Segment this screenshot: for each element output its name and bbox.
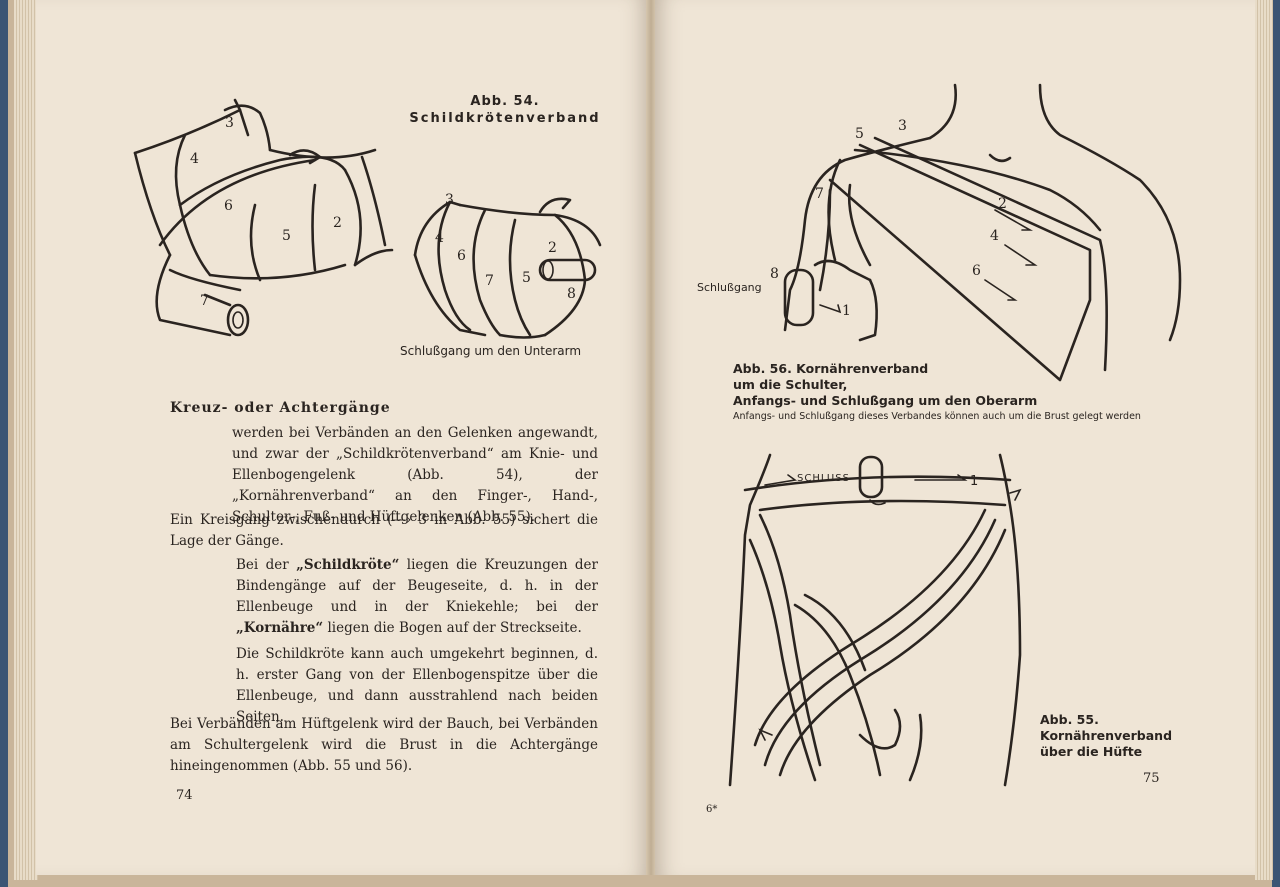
page-stack-left bbox=[14, 0, 38, 880]
fig56-drawing-shoulder: 5 3 7 2 4 6 8 1 bbox=[770, 83, 1182, 382]
fig54-drawing-elbow-a: 3 4 6 5 2 7 bbox=[133, 98, 394, 337]
fig56-label-1: 1 bbox=[842, 303, 851, 319]
fig56-label-4: 4 bbox=[990, 228, 999, 244]
fig56-label-6: 6 bbox=[972, 263, 981, 279]
fig55-caption-line1: Abb. 55. bbox=[1040, 712, 1099, 727]
page-number-right: 75 bbox=[1143, 771, 1160, 786]
fig55-caption: Abb. 55. Kornährenverband über die Hüfte bbox=[1040, 712, 1172, 760]
fig55-label-schluss: SCHLUSS bbox=[797, 473, 850, 484]
fig54b-label-2: 2 bbox=[548, 240, 557, 256]
page-stack-right bbox=[1255, 0, 1273, 880]
paragraph-3-end: liegen die Bogen auf der Streckseite. bbox=[323, 620, 582, 636]
fig56-label-2: 2 bbox=[998, 196, 1007, 212]
fig54b-label-4: 4 bbox=[435, 230, 444, 246]
fig54b-label-7: 7 bbox=[485, 273, 494, 289]
fig54a-label-3: 3 bbox=[225, 115, 234, 131]
paragraph-2: Ein Kreisgang zwischendurch (—› 3 in Abb… bbox=[170, 512, 598, 549]
paragraph-4: Die Schildkröte kann auch umgekehrt begi… bbox=[236, 646, 598, 725]
paragraph-5: Bei Verbänden am Hüftgelenk wird der Bau… bbox=[170, 716, 598, 774]
fig54a-label-4: 4 bbox=[190, 151, 199, 167]
section-heading: Kreuz- oder Achtergänge bbox=[170, 400, 391, 416]
term-kornaehre: „Kornähre“ bbox=[236, 620, 324, 636]
fig54b-label-8: 8 bbox=[567, 286, 576, 302]
term-schildkroete: „Schildkröte“ bbox=[296, 557, 400, 573]
paragraph-3-start: Bei der bbox=[236, 557, 297, 573]
fig54a-label-6: 6 bbox=[224, 198, 233, 214]
fig56-label-3: 3 bbox=[898, 118, 907, 134]
fig54a-label-5: 5 bbox=[282, 228, 291, 244]
fig54-drawing-elbow-b: 3 4 6 7 5 2 8 bbox=[413, 192, 602, 339]
fig54-title-number: Abb. 54. bbox=[470, 94, 540, 109]
fig56-label-schlussgang: Schlußgang bbox=[697, 281, 762, 294]
fig55-label-1: 1 bbox=[970, 474, 979, 489]
fig54b-label-3: 3 bbox=[445, 192, 454, 208]
fig54-caption: Schlußgang um den Unterarm bbox=[400, 344, 582, 358]
fig54-title: Schildkrötenverband bbox=[409, 111, 601, 126]
fig56-caption-line2: um die Schulter, bbox=[733, 377, 848, 392]
paragraph-1: werden bei Verbänden an den Gelenken ang… bbox=[232, 425, 598, 525]
fig56-caption: Abb. 56. Kornährenverband um die Schulte… bbox=[733, 361, 1037, 409]
fig55-caption-line3: über die Hüfte bbox=[1040, 744, 1143, 759]
signature-mark: 6* bbox=[706, 804, 718, 815]
fig54a-label-2: 2 bbox=[333, 215, 342, 231]
fig56-caption-line1: Abb. 56. Kornährenverband bbox=[733, 361, 929, 376]
fig54b-label-6: 6 bbox=[457, 248, 466, 264]
fig55-caption-line2: Kornährenverband bbox=[1040, 728, 1173, 743]
fig56-label-5: 5 bbox=[855, 126, 864, 142]
left-page bbox=[36, 0, 648, 875]
fig56-caption-line3: Anfangs- und Schlußgang um den Oberarm bbox=[733, 393, 1038, 408]
fig54b-label-5: 5 bbox=[522, 270, 531, 286]
page-number-left: 74 bbox=[176, 788, 193, 803]
paragraph-3: Bei der „Schildkröte“ liegen die Kreuzun… bbox=[236, 555, 598, 639]
fig56-label-8: 8 bbox=[770, 266, 779, 282]
fig55-drawing-hip bbox=[728, 453, 1022, 787]
right-page bbox=[655, 0, 1255, 875]
paragraph-3-middle: liegen die Kreuzungen der Bindengänge au… bbox=[236, 557, 598, 615]
book-gutter bbox=[646, 0, 656, 875]
fig56-label-7: 7 bbox=[815, 186, 824, 202]
fig56-note: Anfangs- und Schlußgang dieses Verbandes… bbox=[733, 411, 1141, 422]
fig54a-label-7: 7 bbox=[200, 293, 209, 309]
